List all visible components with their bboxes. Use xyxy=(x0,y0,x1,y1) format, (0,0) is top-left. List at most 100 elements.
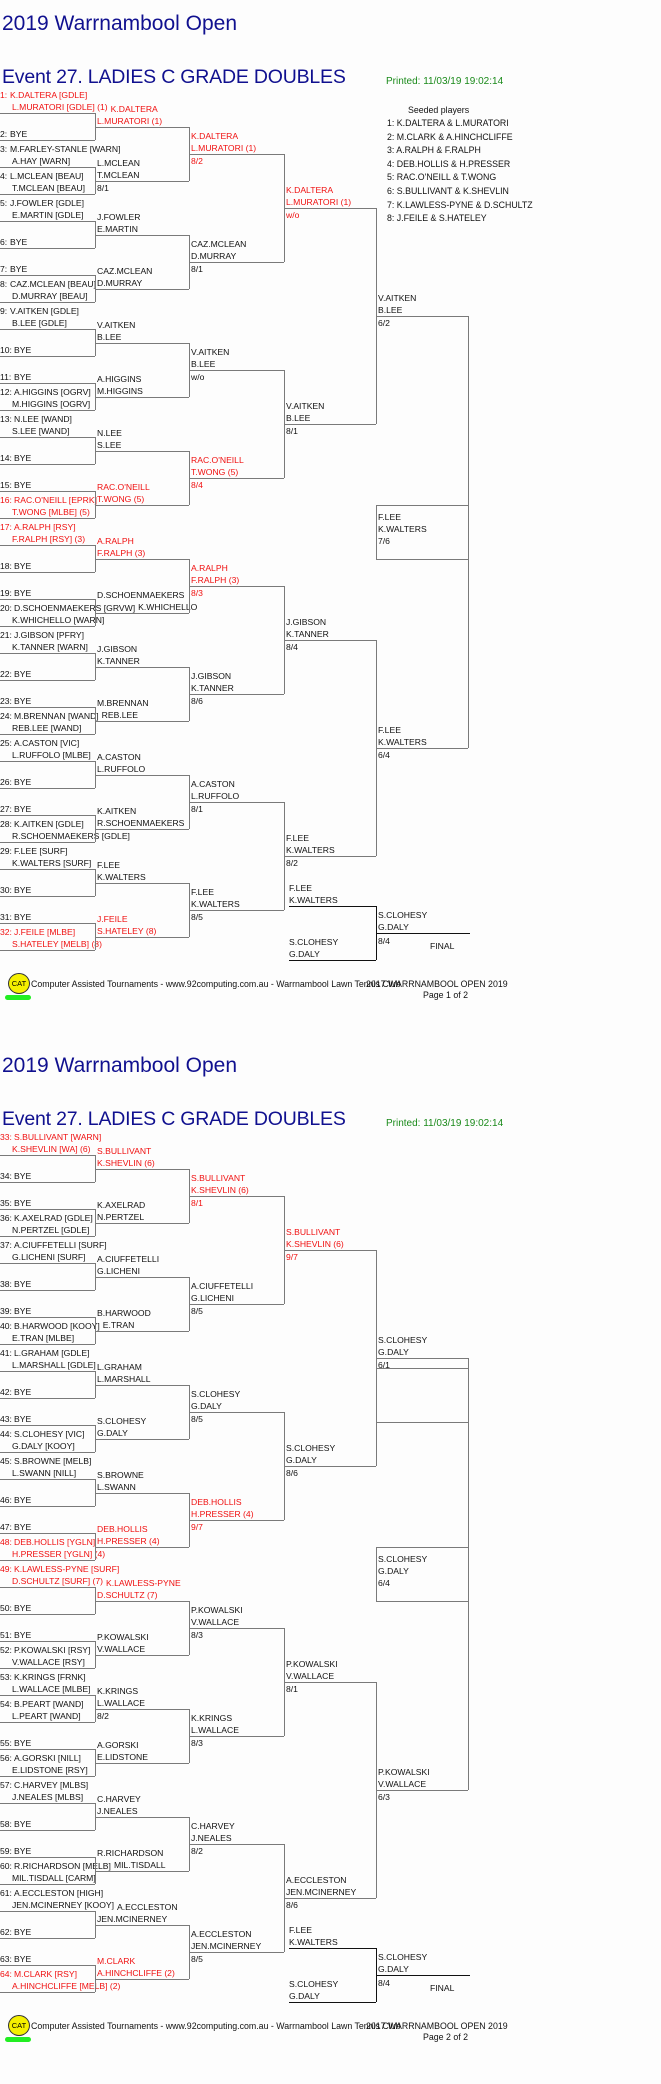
player-name: A.CIUFFETELLI xyxy=(97,1253,160,1264)
bracket-line xyxy=(95,288,189,290)
bye-label: BYE xyxy=(14,1414,32,1424)
player-name: K.AITKEN xyxy=(97,805,137,816)
player-name: K.LAWLESS-PYNE [SURF] xyxy=(14,1564,120,1574)
player-name: K.WHICHELLO [WARN] xyxy=(12,615,105,625)
player-name: F.RALPH (3) xyxy=(191,574,240,585)
match-score: 6/1 xyxy=(378,1359,390,1370)
bracket-line xyxy=(284,1681,376,1683)
bye-label: BYE xyxy=(14,1846,32,1856)
bye-label: BYE xyxy=(14,1522,32,1532)
player-name: F.LEE xyxy=(378,512,401,522)
slot-number: 63: xyxy=(0,1954,12,1964)
player-name: S.BULLIVANT [WARN] xyxy=(14,1132,102,1142)
seeded-item: 7: K.LAWLESS-PYNE & D.SCHULTZ xyxy=(387,199,533,210)
bracket-line xyxy=(0,788,95,789)
bracket-line xyxy=(284,855,376,857)
slot-number: 15: xyxy=(0,480,12,490)
player-name: G.LICHENI xyxy=(97,1265,140,1276)
player-name: S.CLOHESY xyxy=(191,1388,241,1399)
bracket-line xyxy=(0,1263,95,1264)
bracket-line xyxy=(95,1546,189,1548)
player-name: DEB.HOLLIS [YGLN] xyxy=(14,1537,96,1547)
player-name: R.RICHARDSON xyxy=(97,1847,164,1858)
bracket-line xyxy=(95,1654,189,1656)
player-name: B.LEE xyxy=(286,412,311,423)
player-name: K.WALTERS xyxy=(378,524,427,534)
slot-number: 45: xyxy=(0,1456,12,1466)
player-name: K.AXELRAD xyxy=(97,1199,146,1210)
player-name: M.BRENNAN [WAND] xyxy=(14,711,99,721)
bracket-line xyxy=(189,1951,284,1953)
slot-number: 36: xyxy=(0,1213,12,1223)
footer-credit: Computer Assisted Tournaments - www.92co… xyxy=(31,979,401,989)
match-score: 6/4 xyxy=(378,749,390,760)
bracket-line xyxy=(376,1368,468,1369)
player-name: D.SCHULTZ (7) xyxy=(97,1589,158,1600)
bracket-line xyxy=(289,960,376,961)
slot-number: 40: xyxy=(0,1321,12,1331)
match-score: 9/7 xyxy=(191,1521,203,1532)
slot-number: 26: xyxy=(0,777,12,787)
player-name: E.LIDSTONE xyxy=(97,1751,148,1762)
match-score: 8/3 xyxy=(191,1737,203,1748)
bracket-line xyxy=(95,1978,189,1980)
bracket-line xyxy=(189,585,284,587)
player-name: K.SHEVLIN (6) xyxy=(286,1238,344,1249)
player-name: T.MCLEAN [BEAU] xyxy=(12,183,86,193)
bracket-line xyxy=(95,1168,189,1170)
bracket-line xyxy=(0,1938,95,1939)
player-name: K.KRINGS [FRNK] xyxy=(14,1672,86,1682)
player-name: A.CASTON xyxy=(97,751,141,762)
slot-number: 55: xyxy=(0,1738,12,1748)
player-name: F.RALPH (3) xyxy=(97,547,146,558)
player-name: N.PERTZEL [GDLE] xyxy=(12,1225,90,1235)
player-name: V.WALLACE xyxy=(378,1778,427,1789)
player-name: JEN.MCINERNEY xyxy=(191,1940,262,1951)
bracket-line xyxy=(95,1438,189,1440)
bracket-line xyxy=(95,396,189,398)
slot-number: 18: xyxy=(0,561,12,571)
bracket-line xyxy=(189,261,284,263)
player-name: F.LEE xyxy=(97,859,120,870)
slot-number: 9: xyxy=(0,306,8,316)
player-name: J.NEALES xyxy=(97,1805,138,1816)
bracket-line xyxy=(0,464,95,465)
bracket-line xyxy=(0,572,95,573)
slot-number: 10: xyxy=(0,345,12,355)
bye-label: BYE xyxy=(14,804,32,814)
bye-label: BYE xyxy=(14,588,32,598)
slot-number: 59: xyxy=(0,1846,12,1856)
player-name: H.PRESSER (4) xyxy=(97,1535,160,1546)
player-name: A.ECCLESTON xyxy=(117,1901,178,1912)
slot-number: 34: xyxy=(0,1171,12,1181)
seeded-heading: Seeded players xyxy=(408,105,470,115)
player-name: F.LEE xyxy=(289,1925,312,1935)
bracket-line xyxy=(0,1722,95,1723)
player-name: K.DALTERA [GDLE] xyxy=(10,90,88,100)
bracket-line xyxy=(189,369,284,371)
player-name: T.MCLEAN xyxy=(97,169,140,180)
player-name: G.DALY [KOOY] xyxy=(12,1441,75,1451)
match-score: 8/2 xyxy=(97,1710,109,1721)
bracket-line xyxy=(0,1587,95,1588)
bye-label: BYE xyxy=(14,1819,32,1829)
bracket-line xyxy=(0,194,95,195)
player-name: MIL.TISDALL [CARM] xyxy=(12,1873,96,1883)
player-name: L.MARSHALL [GDLE] xyxy=(12,1360,96,1370)
bracket-line xyxy=(189,1519,284,1521)
bracket-line xyxy=(0,1209,95,1210)
player-name: T.WONG [MLBE] (5) xyxy=(12,507,90,517)
match-score: w/o xyxy=(286,209,300,220)
bracket-line xyxy=(376,1975,470,1976)
bye-label: BYE xyxy=(14,669,32,679)
bracket-line xyxy=(0,1506,95,1507)
player-name: F.LEE [SURF] xyxy=(14,846,68,856)
player-name: K.TANNER [WARN] xyxy=(12,642,88,652)
bracket-line xyxy=(0,950,95,951)
player-name: K.SHEVLIN (6) xyxy=(97,1157,155,1168)
bye-label: BYE xyxy=(14,1927,32,1937)
bracket-line xyxy=(95,774,189,776)
player-name: A.HIGGINS [OGRV] xyxy=(14,387,91,397)
player-name: MIL.TISDALL xyxy=(113,1859,166,1870)
bracket-line xyxy=(284,207,376,209)
